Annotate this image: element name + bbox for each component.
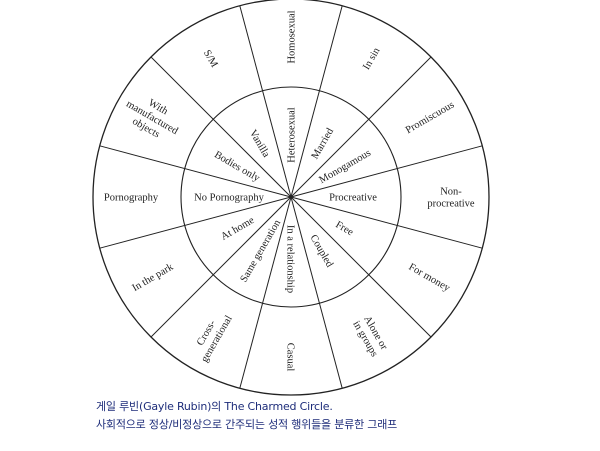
- segment-divider: [239, 196, 292, 389]
- segment-divider: [290, 5, 343, 198]
- inner-label: In a relationship: [285, 225, 296, 293]
- outer-label: For money: [407, 262, 453, 295]
- segment-divider: [99, 145, 292, 198]
- outer-label: Promiscuous: [404, 100, 456, 137]
- segment-divider: [290, 145, 483, 198]
- segment-divider: [239, 5, 292, 198]
- segment-divider: [150, 56, 292, 198]
- segment-divider: [290, 196, 483, 249]
- inner-label: Procreative: [329, 193, 377, 204]
- outer-label: In the park: [130, 261, 176, 294]
- caption-title: 게일 루빈(Gayle Rubin)의 The Charmed Circle.: [96, 400, 333, 413]
- segment-divider: [150, 196, 292, 338]
- inner-label: Free: [333, 219, 355, 238]
- inner-ring: [180, 86, 402, 308]
- segment-divider: [99, 196, 292, 249]
- outer-label: Homosexual: [287, 10, 298, 63]
- outer-label: Cross-generational: [189, 308, 235, 365]
- inner-label: Vanilla: [247, 128, 272, 160]
- outer-label: Withmanufacturedobjects: [118, 88, 186, 148]
- caption-description: 사회적으로 정상/비정상으로 간주되는 성적 행위들을 분류한 그래프: [96, 418, 398, 431]
- outer-label: S/M: [201, 48, 220, 70]
- inner-label: Bodies only: [212, 149, 262, 184]
- inner-label: Monogamous: [317, 148, 373, 186]
- inner-label: Heterosexual: [287, 107, 298, 162]
- segment-divider: [290, 196, 343, 389]
- outer-ring: [92, 0, 490, 396]
- inner-label: Coupled: [307, 233, 335, 270]
- segment-divider: [290, 196, 432, 338]
- outer-label: Non-procreative: [427, 187, 475, 210]
- outer-label: Pornography: [104, 193, 159, 204]
- outer-label: In sin: [361, 45, 383, 72]
- inner-label: At home: [219, 215, 256, 243]
- segment-divider: [290, 56, 432, 198]
- outer-label: Alone orin groups: [350, 313, 390, 359]
- inner-label: No Pornography: [194, 193, 264, 204]
- figure-caption: 게일 루빈(Gayle Rubin)의 The Charmed Circle. …: [96, 398, 596, 434]
- outer-label: Casual: [285, 343, 296, 372]
